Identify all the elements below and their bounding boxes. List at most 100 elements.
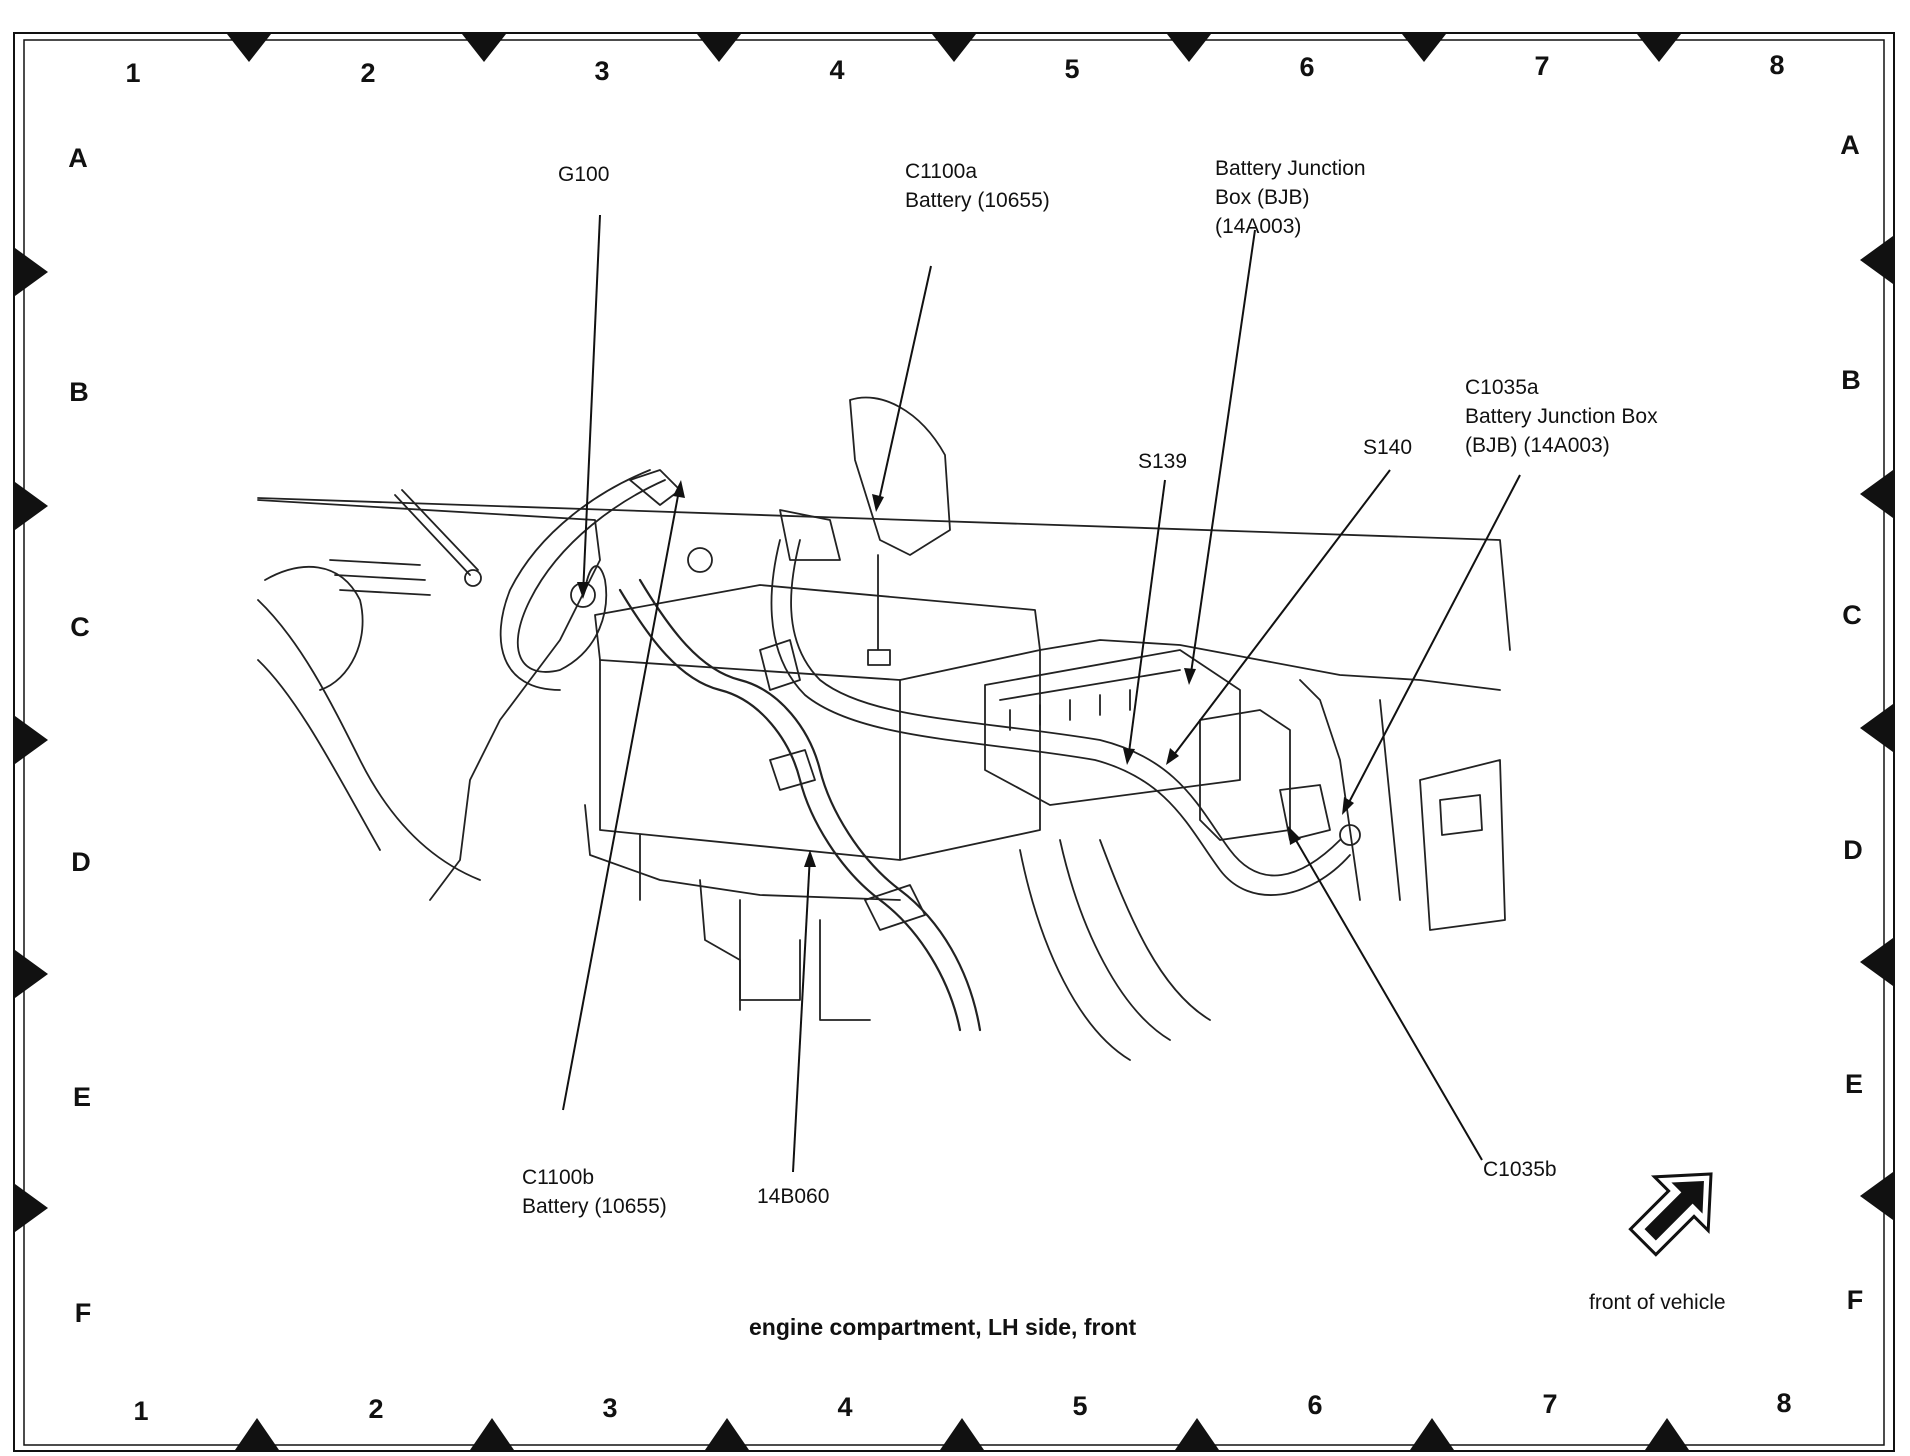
grid-row-left-e: E (72, 1082, 91, 1112)
grid-col-bottom-1: 1 (133, 1396, 149, 1426)
grid-row-right-d: D (1843, 835, 1863, 865)
label-c1035a-line-3: (BJB) (14A003) (1465, 434, 1610, 457)
negative-cable (516, 479, 666, 673)
engine-compartment-drawing (257, 396, 1511, 1061)
grid-col-top-8: 8 (1769, 50, 1785, 80)
prop-rod (394, 489, 479, 576)
leader-bjb (1189, 229, 1256, 681)
fender-detail (264, 565, 364, 691)
diagram-caption: engine compartment, LH side, front (749, 1314, 1137, 1340)
arrowhead-c1035a (1342, 797, 1354, 815)
battery-terminal-post (867, 554, 891, 666)
grid-col-top-7: 7 (1534, 51, 1550, 81)
grid-row-left-d: D (71, 847, 91, 877)
label-c1100b-line-1: C1100b (522, 1166, 595, 1189)
fender-top-edge (257, 497, 1511, 651)
fan-shroud (1019, 839, 1211, 1061)
grid-row-left-a: A (68, 143, 88, 173)
grid-col-top-1: 1 (125, 58, 141, 88)
label-c1100a-line-1: C1100a (905, 160, 978, 183)
positive-cable (790, 539, 1341, 877)
grid-col-bottom-7: 7 (1542, 1389, 1558, 1419)
label-c1035a-line-2: Battery Junction Box (1465, 405, 1658, 428)
label-bjb-line-3: (14A003) (1215, 215, 1302, 238)
leader-g100 (582, 214, 601, 596)
grid-row-left-b: B (69, 377, 89, 407)
label-g100: G100 (558, 163, 610, 186)
bjb-housing (984, 649, 1241, 806)
leader-c1035b (1289, 829, 1483, 1161)
grid-row-left-c: C (70, 612, 90, 642)
grid-col-top-6: 6 (1299, 52, 1315, 82)
arrowhead-c1100a (872, 494, 884, 512)
bjb-connector (1199, 709, 1291, 841)
arrowhead-14b060 (804, 850, 816, 867)
bjb-bracket-c1035b (1279, 784, 1331, 841)
grille-slots (329, 559, 431, 596)
top-grid-markers (227, 34, 1681, 62)
grid-col-bottom-3: 3 (602, 1393, 618, 1423)
arrowhead-s139 (1123, 748, 1135, 765)
arrowhead-bjb (1184, 668, 1196, 685)
label-bjb: Battery Junction Box (BJB) (14A003) (1215, 154, 1366, 241)
battery-top (594, 584, 1041, 681)
leader-c1035a (1344, 474, 1521, 811)
c1100b-bolt (687, 547, 713, 573)
grid-col-top-2: 2 (360, 58, 376, 88)
arrowhead-s140 (1166, 748, 1179, 765)
label-c1035a-line-1: C1035a (1465, 376, 1539, 399)
front-of-vehicle-label: front of vehicle (1589, 1291, 1726, 1314)
label-c1035a: C1035a Battery Junction Box (BJB) (14A00… (1465, 373, 1658, 460)
label-bjb-line-2: Box (BJB) (1215, 186, 1310, 209)
leader-s140 (1169, 469, 1391, 761)
grid-col-top-5: 5 (1064, 54, 1080, 84)
arrowhead-g100 (577, 582, 589, 599)
arrowhead-c1100b (673, 480, 685, 498)
grid-row-left-f: F (74, 1298, 92, 1328)
bottom-grid-markers (235, 1418, 1689, 1450)
leader-c1100a (877, 265, 932, 506)
harness-14b060-outer (638, 578, 982, 1032)
grid-row-right-c: C (1842, 600, 1862, 630)
battery-tray (584, 804, 901, 1011)
harness-14b060 (618, 588, 962, 1032)
callout-leaders (562, 214, 1521, 1173)
engine-edge (1039, 639, 1501, 691)
leader-c1100b (562, 484, 681, 1111)
grid-col-bottom-5: 5 (1072, 1391, 1088, 1421)
grid-row-right-e: E (1844, 1069, 1863, 1099)
arrowhead-c1035b (1288, 826, 1301, 845)
battery-cap-c1100a (849, 396, 951, 556)
leader-14b060 (792, 854, 811, 1173)
front-direction-arrow-icon (1628, 1172, 1713, 1257)
label-14b060: 14B060 (757, 1185, 830, 1208)
inner-fender (1299, 679, 1401, 901)
positive-terminal (779, 509, 841, 561)
harness-wrap-2 (769, 749, 816, 791)
grid-col-top-4: 4 (829, 55, 845, 85)
label-s139: S139 (1138, 450, 1188, 473)
grid-row-right-b: B (1841, 365, 1861, 395)
grid-col-bottom-6: 6 (1307, 1390, 1323, 1420)
outer-border (13, 32, 1895, 1452)
rod-end (464, 569, 482, 587)
right-grid-markers (1860, 236, 1893, 1220)
callout-arrowheads (577, 480, 1354, 867)
label-s140: S140 (1363, 436, 1413, 459)
grid-col-bottom-4: 4 (837, 1392, 853, 1422)
label-bjb-line-1: Battery Junction (1215, 157, 1366, 180)
harness-wrap-1 (759, 639, 801, 691)
label-c1035b: C1035b (1483, 1158, 1557, 1181)
grid-row-right-f: F (1846, 1285, 1864, 1315)
grid-col-bottom-2: 2 (368, 1394, 384, 1424)
label-c1100b: C1100b Battery (10655) (522, 1163, 667, 1221)
grid-col-top-3: 3 (594, 56, 610, 86)
grid-row-right-a: A (1840, 130, 1860, 160)
fender-panel (257, 499, 601, 901)
tray-bracket (739, 899, 871, 1021)
leader-s139 (1127, 479, 1166, 761)
bjb-lid-ribs (999, 669, 1181, 731)
negative-cable-outer (499, 469, 651, 691)
inner-border (23, 39, 1885, 1446)
